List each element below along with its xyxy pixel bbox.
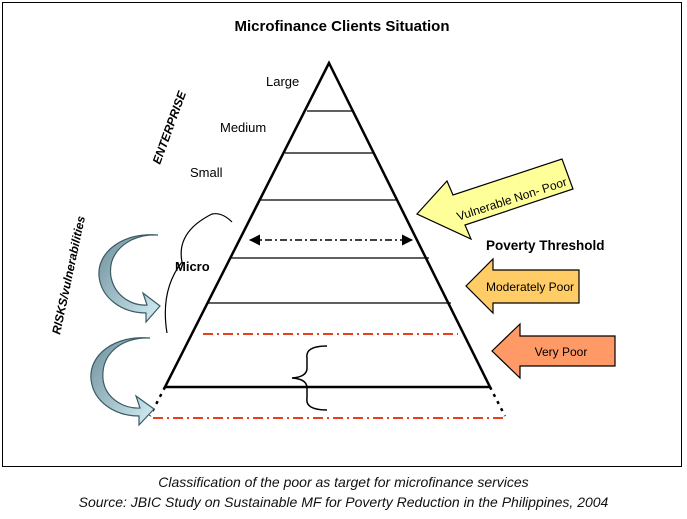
pyramid-outline <box>162 60 493 389</box>
level-micro: Micro <box>175 259 210 274</box>
base-right-dots <box>488 386 507 417</box>
pyramid <box>148 60 507 417</box>
very-poor-arrow: Very Poor <box>491 322 616 380</box>
enterprise-label: ENTERPRISE <box>150 88 190 166</box>
very-poor-shape <box>491 322 616 380</box>
base-left-dots <box>148 386 167 417</box>
very-poor-label: Very Poor <box>535 345 588 359</box>
curved-arrow-upper-icon <box>98 234 161 324</box>
level-large: Large <box>266 74 299 89</box>
curved-arrow-upper <box>98 234 161 324</box>
curved-arrow-lower-icon <box>90 337 155 427</box>
moderately-poor-shape <box>465 257 580 315</box>
risks-label: RISKS/vulnerabilities <box>49 214 88 335</box>
pyramid-diagram: Microfinance Clients Situation Large Med… <box>49 18 616 427</box>
vulnerable-non-poor-arrow: Vulnerable Non- Poor <box>416 158 574 241</box>
moderately-poor-label: Moderately Poor <box>486 280 574 294</box>
micro-bracket <box>164 213 233 334</box>
diagram-title: Microfinance Clients Situation <box>234 18 449 35</box>
curved-arrow-lower <box>90 337 155 427</box>
curly-brace <box>291 345 328 411</box>
poverty-threshold-label: Poverty Threshold <box>486 238 605 253</box>
moderately-poor-arrow: Moderately Poor <box>465 257 580 315</box>
vulnerable-non-poor-shape <box>416 158 574 241</box>
level-medium: Medium <box>220 120 266 135</box>
diagram-frame <box>2 2 682 467</box>
level-small: Small <box>190 165 223 180</box>
caption-line-2: Source: JBIC Study on Sustainable MF for… <box>78 494 609 510</box>
caption-line-1: Classification of the poor as target for… <box>158 474 529 490</box>
